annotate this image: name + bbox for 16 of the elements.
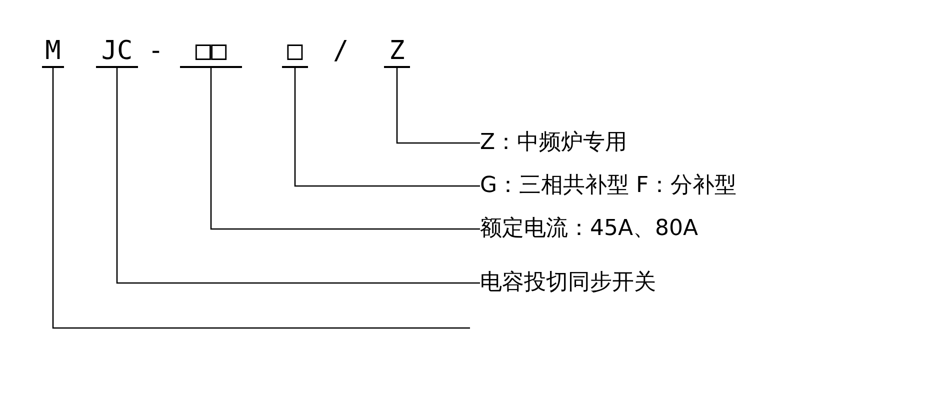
leader-line [116,68,480,284]
code-letter: □ [282,36,308,68]
leader-line [210,68,480,230]
code-letter: □□ [180,36,242,68]
separator-symbol: / [333,36,349,66]
code-letter: Z [384,36,410,68]
description-text: Z：中频炉专用 [480,129,628,157]
leader-line [294,68,480,187]
description-text: 额定电流：45A、80A [480,215,698,243]
description-text: 电容投切同步开关 [480,269,656,297]
description-text: G：三相共补型 F：分补型 [480,172,737,200]
code-letter: JC [96,36,138,68]
leader-line [52,68,470,329]
code-letter: M [42,36,64,68]
separator-symbol: - [148,36,164,66]
leader-line [396,68,480,144]
